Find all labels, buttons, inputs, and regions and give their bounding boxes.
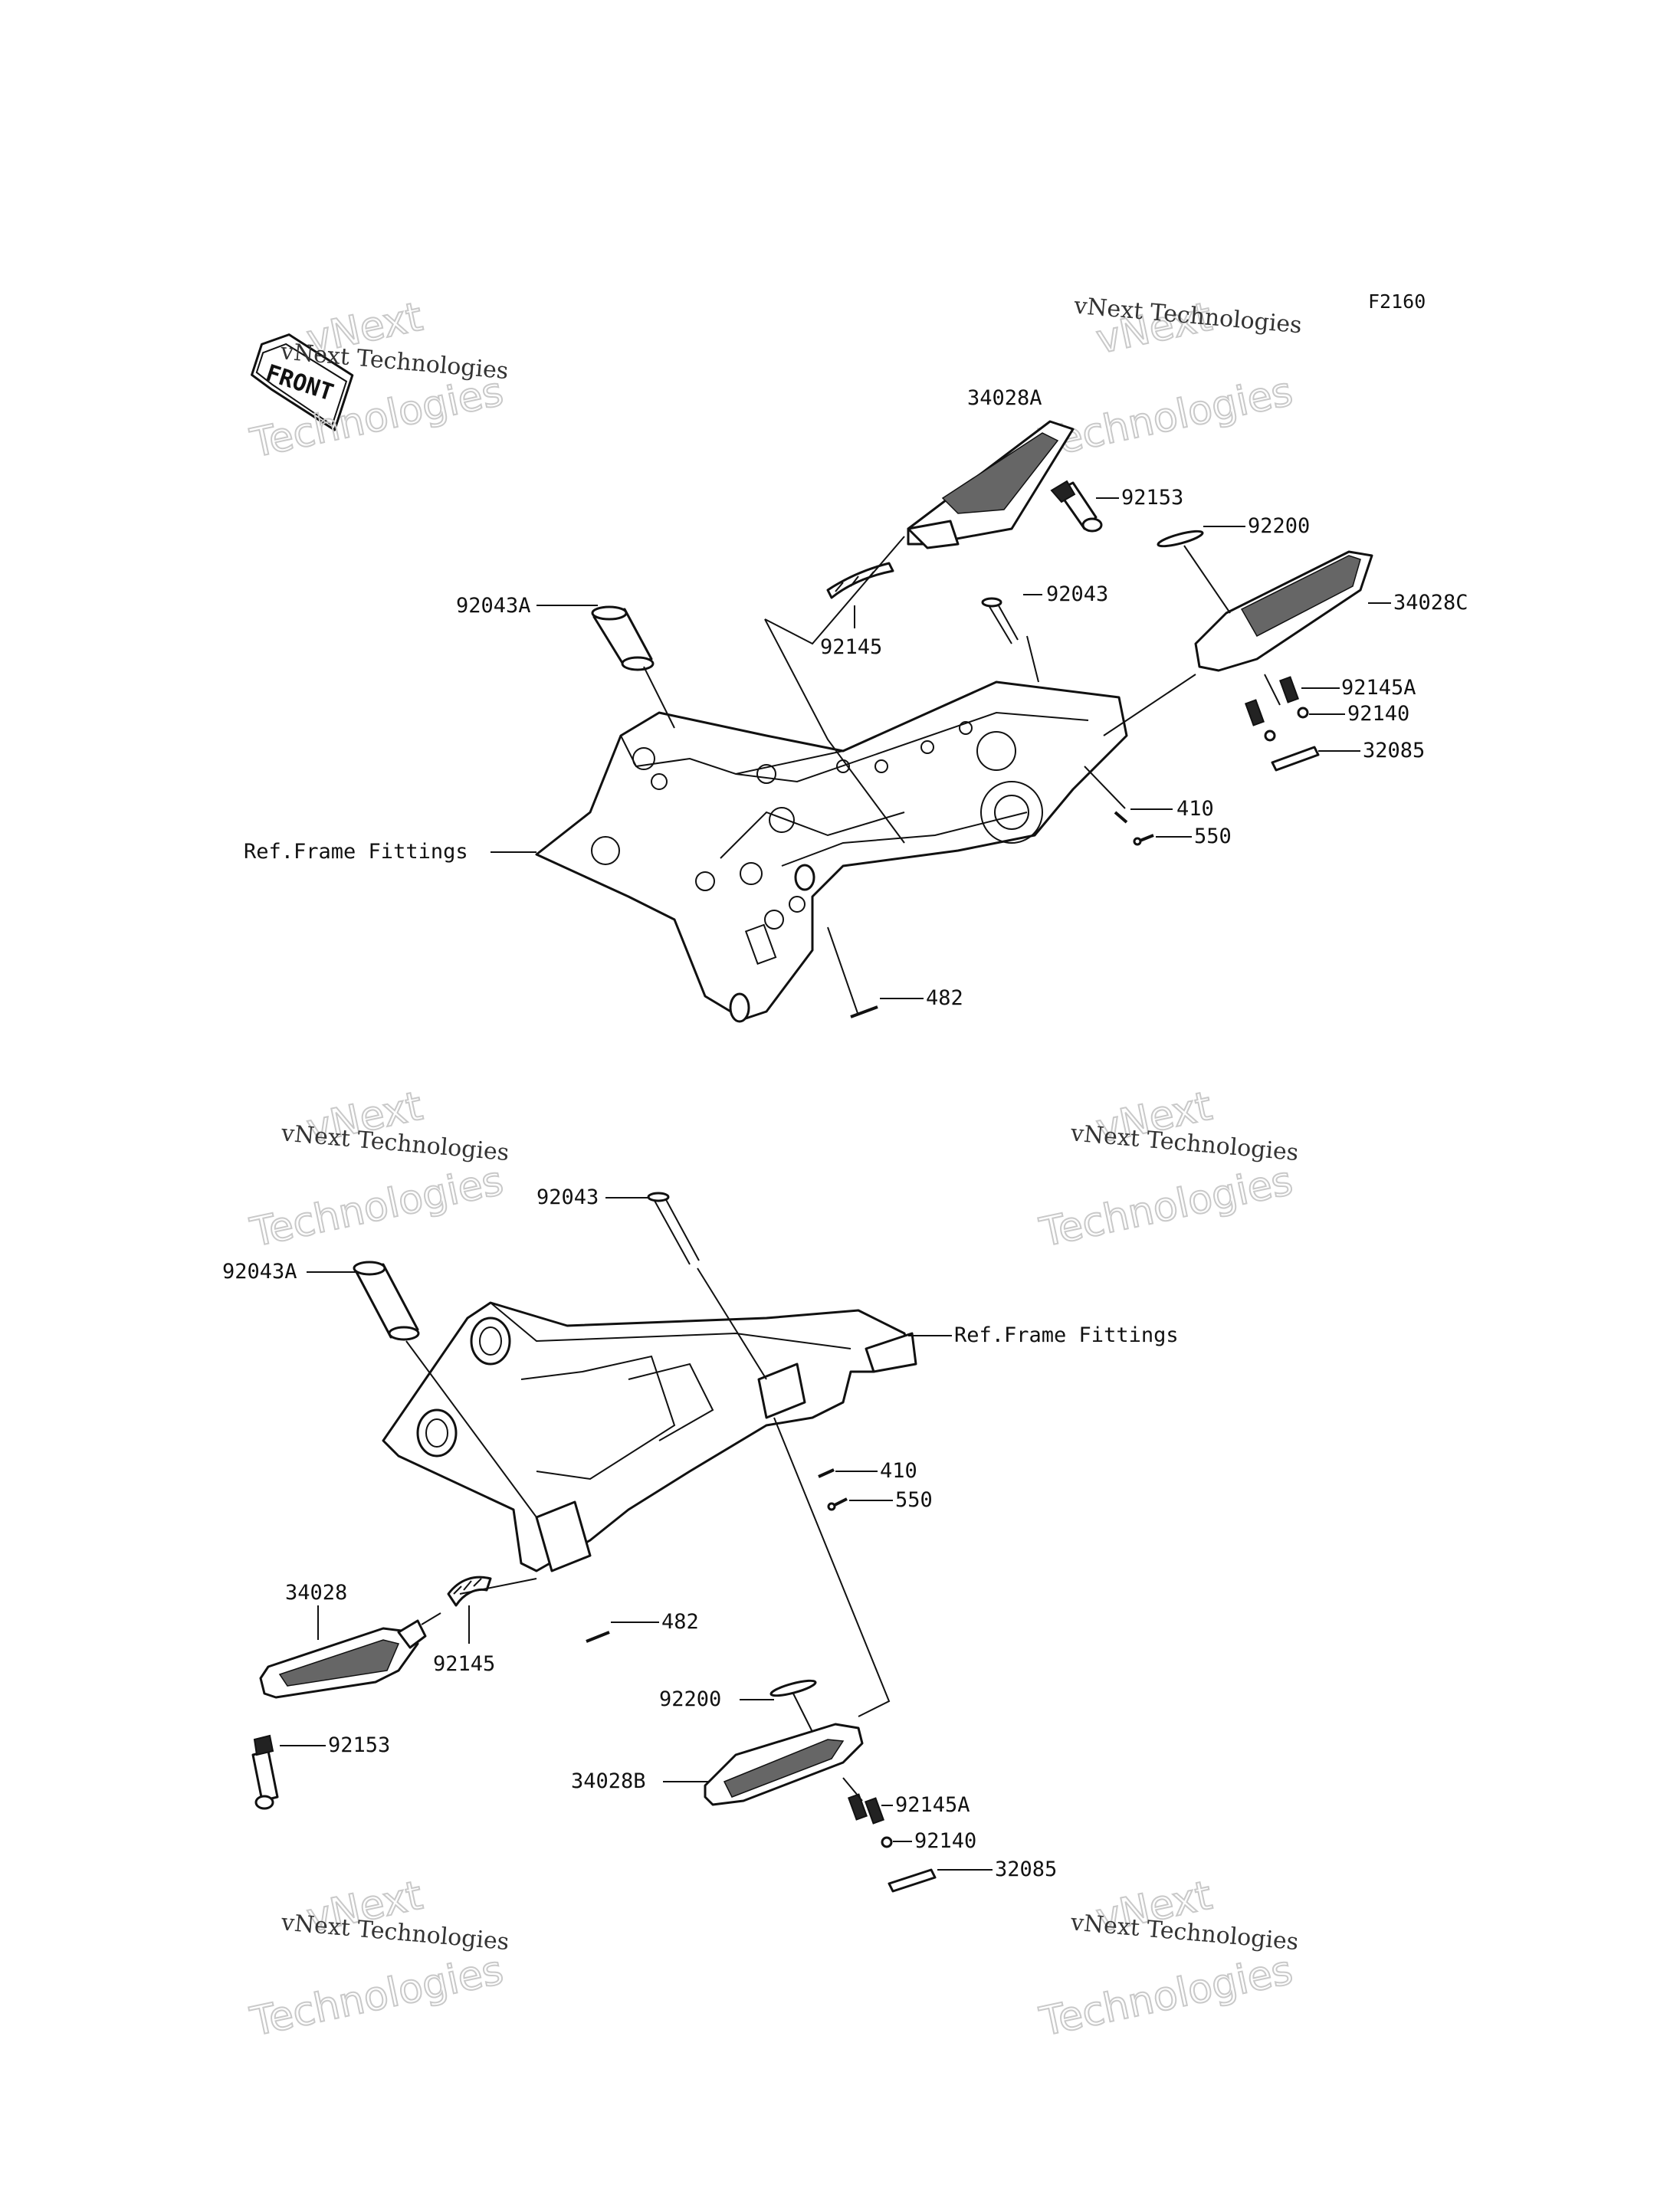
lower-footpeg-34028 <box>259 1619 427 1699</box>
upper-washer-92200 <box>1157 530 1204 548</box>
svg-text:Technologies: Technologies <box>1035 1158 1296 1256</box>
lower-footrest-bracket <box>382 1301 917 1572</box>
watermark-mid-right: vNext vNext Technologies Technologies <box>1035 1083 1299 1258</box>
lower-ball-92140 <box>881 1836 893 1848</box>
label-upper-410: 410 <box>1176 797 1214 821</box>
upper-cotter-550 <box>1133 834 1154 846</box>
lower-springs-92145A <box>848 1793 884 1825</box>
lower-collar-92043A <box>353 1261 420 1341</box>
watermark-bottom-right: vNext vNext Technologies Technologies <box>1035 1872 1299 2047</box>
upper-footrest-bracket <box>535 680 1128 1023</box>
label-upper-34028A: 34028A <box>967 386 1042 410</box>
label-lower-92145A: 92145A <box>895 1793 970 1817</box>
label-lower-92153: 92153 <box>328 1733 390 1757</box>
label-lower-92145: 92145 <box>433 1652 495 1676</box>
label-lower-ref-frame: Ref.Frame Fittings <box>954 1323 1179 1347</box>
label-upper-92153: 92153 <box>1121 486 1183 510</box>
lower-pin-410 <box>818 1468 835 1478</box>
upper-bolt-92153 <box>1050 480 1103 533</box>
label-upper-550: 550 <box>1194 825 1232 848</box>
upper-footpeg-34028A <box>907 420 1075 549</box>
lower-plate-32085 <box>888 1868 937 1893</box>
lower-cotter-550 <box>827 1497 848 1511</box>
label-lower-92200: 92200 <box>659 1687 721 1711</box>
svg-text:Technologies: Technologies <box>246 1158 507 1256</box>
label-lower-34028B: 34028B <box>571 1769 646 1793</box>
label-lower-410: 410 <box>880 1459 917 1483</box>
upper-pin-482 <box>850 1005 878 1018</box>
upper-assembly-lines <box>643 536 1281 1016</box>
upper-pin-92043 <box>981 597 1019 644</box>
watermark-bottom-left: vNext vNext Technologies Technologies <box>245 1872 510 2047</box>
upper-footpeg-34028C <box>1194 550 1373 672</box>
lower-washer-92200 <box>769 1679 817 1697</box>
label-lower-92140: 92140 <box>914 1829 976 1853</box>
label-lower-482: 482 <box>661 1610 699 1634</box>
label-lower-92043A: 92043A <box>222 1260 297 1284</box>
label-upper-92200: 92200 <box>1248 514 1310 538</box>
label-upper-92043A: 92043A <box>456 594 531 618</box>
label-upper-ref-frame: Ref.Frame Fittings <box>244 840 468 864</box>
upper-spring-92145 <box>826 562 894 599</box>
label-lower-34028: 34028 <box>285 1581 347 1605</box>
lower-assembly-lines <box>405 1267 891 1802</box>
label-upper-34028C: 34028C <box>1393 591 1468 615</box>
svg-text:Technologies: Technologies <box>1035 369 1296 467</box>
label-upper-92145: 92145 <box>820 635 882 659</box>
upper-springs-92145A <box>1245 676 1299 726</box>
lower-assembly: 92043 92043A Ref.Frame Fittings 410 550 … <box>222 1185 1179 1893</box>
label-upper-32085: 32085 <box>1363 739 1425 762</box>
upper-plate-32085 <box>1271 746 1320 772</box>
label-lower-92043: 92043 <box>536 1185 599 1209</box>
lower-footpeg-34028B <box>704 1723 864 1806</box>
svg-text:Technologies: Technologies <box>1035 1947 1296 2045</box>
upper-pin-410 <box>1114 811 1128 824</box>
label-upper-92043: 92043 <box>1046 582 1108 606</box>
upper-ball-92140 <box>1264 707 1309 742</box>
label-upper-92140: 92140 <box>1347 702 1409 726</box>
label-upper-482: 482 <box>926 986 963 1010</box>
label-lower-550: 550 <box>895 1488 933 1512</box>
lower-pin-92043 <box>647 1192 700 1265</box>
watermark-mid-left: vNext vNext Technologies Technologies <box>245 1083 510 1258</box>
watermark-top-right: vNext vNext Technologies Technologies <box>1035 292 1302 467</box>
label-lower-32085: 32085 <box>995 1858 1057 1881</box>
label-upper-92145A: 92145A <box>1341 676 1416 700</box>
upper-assembly: 34028A 92153 92200 92043A 92043 34028C 9… <box>244 386 1468 1023</box>
upper-collar-92043A <box>591 605 655 671</box>
lower-pin-482 <box>586 1631 610 1643</box>
svg-text:Technologies: Technologies <box>246 1947 507 2045</box>
lower-bolt-92153 <box>251 1734 279 1810</box>
diagram-code: F2160 <box>1368 290 1426 313</box>
